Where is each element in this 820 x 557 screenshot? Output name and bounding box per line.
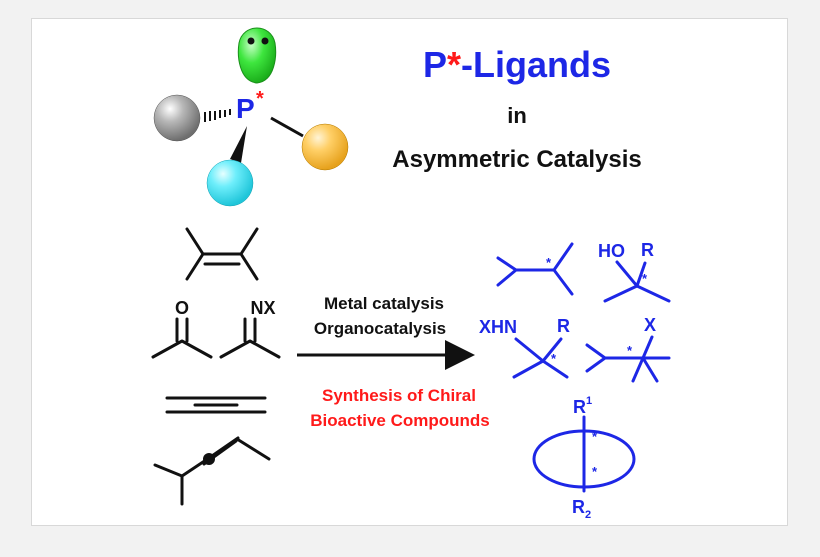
cyan-sphere xyxy=(206,159,254,207)
phosphorus-label: P xyxy=(236,93,255,124)
label-synthesis-chiral: Synthesis of Chiral xyxy=(322,386,476,405)
p-ligand-model: P * xyxy=(153,27,349,207)
label-bioactive-compounds: Bioactive Compounds xyxy=(310,411,489,430)
substrate-alkene xyxy=(185,227,259,281)
title-block: P*-Ligands in Asymmetric Catalysis xyxy=(392,44,641,173)
graphical-abstract: P * P*-Ligands in Asymmetric Catalysis O… xyxy=(151,27,671,521)
bicycle-r1: R1 xyxy=(573,395,592,417)
title-line-asymmetric: Asymmetric Catalysis xyxy=(392,146,641,173)
bicycle-star-top: * xyxy=(592,429,598,444)
lone-pair-dot-left xyxy=(247,37,255,45)
halide-star: * xyxy=(627,343,633,358)
bicycle-star-bottom: * xyxy=(592,464,598,479)
wedge-bond xyxy=(230,126,247,163)
product-bicycle: R1 * * R2 xyxy=(532,395,636,521)
phosphorus-star: * xyxy=(256,88,264,110)
imine-nx: NX xyxy=(250,298,275,318)
alcohol-star: * xyxy=(642,271,648,286)
ketone-oxygen: O xyxy=(175,298,189,318)
substrate-ketone: O xyxy=(151,298,213,359)
title-main: P*-Ligands xyxy=(423,44,611,85)
reaction-arrow-group: Metal catalysis Organocatalysis Synthesi… xyxy=(297,294,490,430)
bicycle-r2: R2 xyxy=(572,497,591,521)
lone-pair-lobe xyxy=(237,27,277,84)
gray-sphere xyxy=(153,94,201,142)
orange-sphere xyxy=(301,123,349,171)
product-amine: XHN R * xyxy=(479,316,570,379)
lone-pair-dot-right xyxy=(261,37,269,45)
products: * HO R * XHN R * X * R1 xyxy=(479,240,671,521)
substrate-imine: NX xyxy=(219,298,281,359)
figure-card: P * P*-Ligands in Asymmetric Catalysis O… xyxy=(31,18,788,526)
alcohol-r: R xyxy=(641,240,654,260)
label-metal-catalysis: Metal catalysis xyxy=(324,294,444,313)
product-halide: X * xyxy=(585,315,671,383)
halide-x: X xyxy=(644,315,656,335)
substrate-alkyne xyxy=(165,396,267,414)
plain-bond xyxy=(270,116,304,138)
alcohol-ho: HO xyxy=(598,241,625,261)
product-alcohol: HO R * xyxy=(598,240,671,303)
substrate-allene xyxy=(153,436,271,506)
amine-xhn: XHN xyxy=(479,317,517,337)
amine-r: R xyxy=(557,316,570,336)
allene-central-carbon xyxy=(203,453,215,465)
title-line-in: in xyxy=(507,103,527,128)
hashed-wedge-bond xyxy=(204,109,231,122)
product-alkane-star: * xyxy=(546,255,552,270)
product-alkane: * xyxy=(496,242,574,296)
substrates: O NX xyxy=(151,227,281,506)
label-organocatalysis: Organocatalysis xyxy=(314,319,446,338)
amine-star: * xyxy=(551,351,557,366)
